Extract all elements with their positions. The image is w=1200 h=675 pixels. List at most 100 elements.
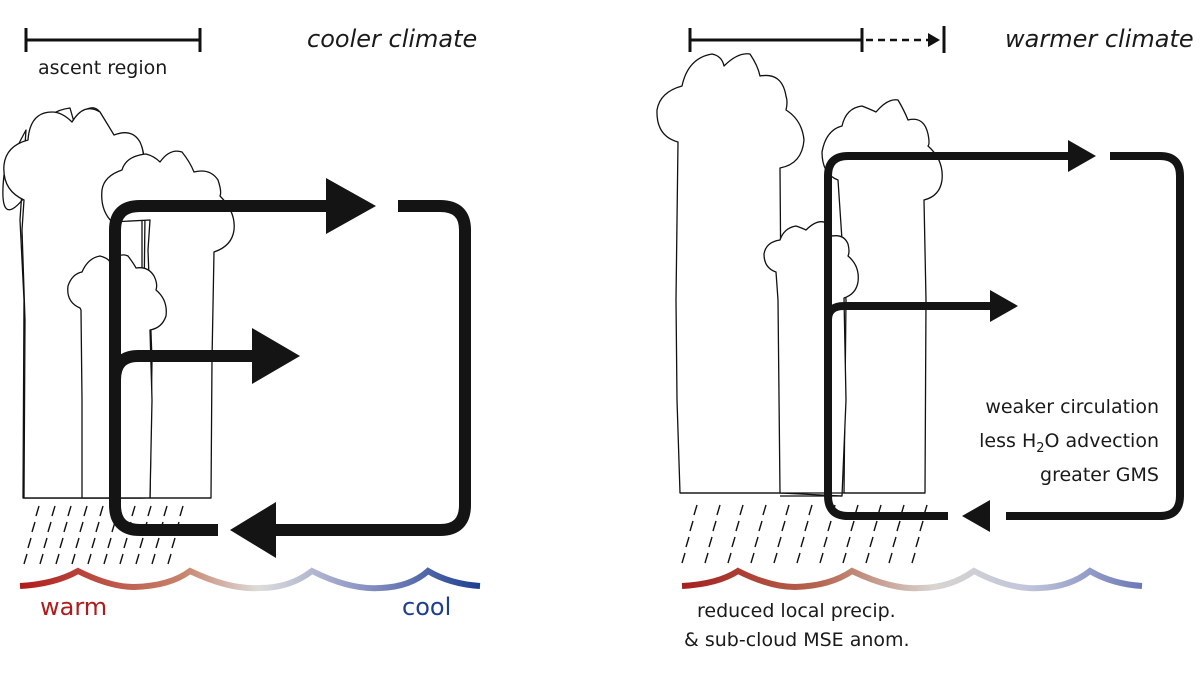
rain-streak [823, 536, 828, 548]
rain-streak [87, 553, 92, 565]
rain-streak [750, 552, 755, 564]
rain-streak [693, 504, 698, 516]
rain-streak [773, 552, 778, 564]
mid-level-arrowhead [990, 290, 1018, 322]
rain-streak [43, 537, 48, 549]
rain-streak [151, 553, 156, 565]
rain-streak [75, 537, 80, 549]
rain-streak [83, 505, 88, 517]
rain-streak [781, 520, 786, 532]
rain-streak [865, 552, 870, 564]
rain-streak [731, 536, 736, 548]
surface-temperature-wave [681, 567, 1143, 592]
rain-streak [171, 537, 176, 549]
cloud-medium [101, 150, 235, 499]
cool-label: cool [402, 593, 451, 621]
rain-streak [915, 536, 920, 548]
rain-streak [716, 504, 721, 516]
cloud-tall [656, 53, 805, 494]
cloud-medium [821, 99, 943, 494]
rain-streak [911, 552, 916, 564]
mid-level-arrowhead [252, 328, 300, 384]
warmer-climate-title: warmer climate [1005, 25, 1194, 53]
rain-streak [135, 553, 140, 565]
rain-streak [804, 520, 809, 532]
rain-streak [708, 536, 713, 548]
rain-streak [67, 505, 72, 517]
rain-streak [754, 536, 759, 548]
rain-streak [23, 553, 28, 565]
rain-streak [873, 520, 878, 532]
upper-outflow-arrowhead [1068, 140, 1096, 172]
rain-streak [712, 520, 717, 532]
rain-streak [147, 505, 152, 517]
rain-streak [888, 552, 893, 564]
rain-streak [139, 537, 144, 549]
surface-temperature-wave [19, 567, 481, 592]
rain-streak [167, 553, 172, 565]
rain-streaks [23, 505, 184, 565]
rain-streak [91, 537, 96, 549]
rain-streak [819, 552, 824, 564]
rain-streak [119, 553, 124, 565]
panel-cooler-climate: ascent region cooler climate warm cool [2, 25, 481, 621]
rain-streak [785, 504, 790, 516]
upper-outflow-arrowhead [326, 178, 376, 234]
rain-streak [99, 505, 104, 517]
rain-streak [31, 521, 36, 533]
rain-streak [758, 520, 763, 532]
rain-streak [919, 520, 924, 532]
rain-streak [777, 536, 782, 548]
ascent-region-label: ascent region [38, 57, 167, 79]
rain-streak [35, 505, 40, 517]
rain-streak [71, 553, 76, 565]
rain-streak [800, 536, 805, 548]
rain-streak [131, 505, 136, 517]
rain-streak [762, 504, 767, 516]
rain-streak [51, 505, 56, 517]
rain-streak [95, 521, 100, 533]
rain-streak [179, 505, 184, 517]
rain-streak [155, 537, 160, 549]
rain-streak [689, 520, 694, 532]
greater-gms-text: greater GMS [1040, 464, 1159, 486]
less-water-advection-text: less H2O advection [979, 430, 1159, 456]
rain-streak [850, 520, 855, 532]
weaker-circulation-text: weaker circulation [985, 396, 1159, 418]
rain-streak [704, 552, 709, 564]
panel-warmer-climate: warmer climate weaker circulation less H… [656, 25, 1194, 651]
return-flow-arrowhead [230, 502, 276, 558]
rain-streak [808, 504, 813, 516]
rain-streak [681, 552, 686, 564]
rain-streak [896, 520, 901, 532]
cooler-climate-title: cooler climate [307, 25, 477, 53]
mid-level-outflow [824, 302, 994, 321]
circulation-loop [1006, 152, 1184, 520]
rain-streak [846, 536, 851, 548]
rain-streak [47, 521, 52, 533]
rain-streak [27, 537, 32, 549]
rain-streak [842, 552, 847, 564]
rain-streak [796, 552, 801, 564]
rain-streak [869, 536, 874, 548]
rain-streak [827, 520, 832, 532]
rain-streak [79, 521, 84, 533]
rain-streak [685, 536, 690, 548]
rain-streak [103, 553, 108, 565]
return-flow-arrowhead [962, 500, 990, 532]
rain-streak [123, 537, 128, 549]
caption-line-2: & sub-cloud MSE anom. [684, 629, 910, 651]
rain-streak [63, 521, 68, 533]
rain-streak [892, 536, 897, 548]
circulation-loop [824, 152, 1070, 520]
circulation-loop [274, 200, 471, 536]
caption-line-1: reduced local precip. [697, 600, 896, 622]
rain-streak [739, 504, 744, 516]
ascent-region-scale-bar [24, 28, 202, 52]
rain-streak [55, 553, 60, 565]
warm-label: warm [40, 593, 107, 621]
rain-streak [163, 505, 168, 517]
rain-streak [39, 553, 44, 565]
rain-streak [59, 537, 64, 549]
rain-streak [727, 552, 732, 564]
